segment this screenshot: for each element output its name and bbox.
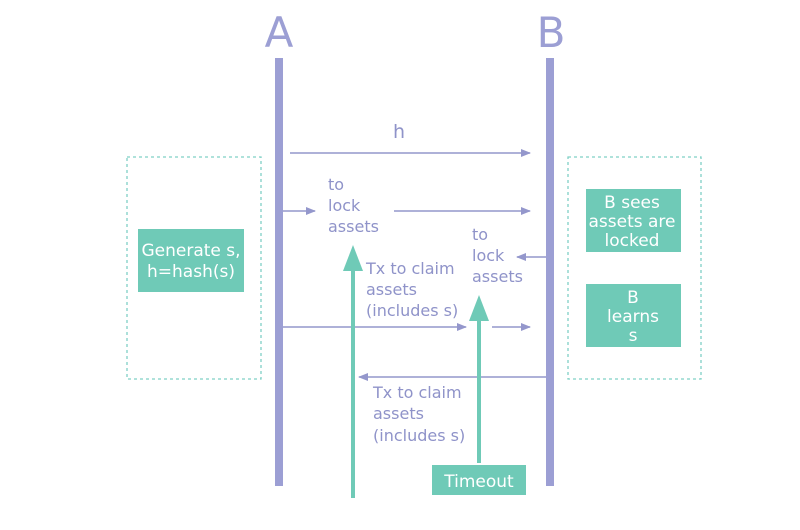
a-claim-label: Tx to claim assets (includes s) xyxy=(372,383,465,445)
svg-text:locked: locked xyxy=(605,231,660,251)
b-lock-label: to lock assets xyxy=(472,225,523,286)
svg-text:B sees: B sees xyxy=(604,193,660,213)
lifeline-a xyxy=(275,58,283,486)
timeout-box: Timeout xyxy=(432,465,526,495)
svg-text:assets: assets xyxy=(366,280,417,299)
svg-text:B: B xyxy=(627,288,639,308)
b-claim-label: Tx to claim assets (includes s) xyxy=(365,259,458,320)
right-dashed-frame xyxy=(567,156,702,380)
svg-text:assets: assets xyxy=(328,217,379,236)
svg-text:Tx to claim: Tx to claim xyxy=(365,259,455,278)
svg-text:lock: lock xyxy=(328,196,361,215)
b-learns-secret-box: B learns s xyxy=(586,284,681,347)
svg-text:h=hash(s): h=hash(s) xyxy=(147,262,235,282)
generate-secret-box: Generate s, h=hash(s) xyxy=(138,229,244,292)
svg-text:(includes s): (includes s) xyxy=(366,301,458,320)
svg-text:(includes s): (includes s) xyxy=(373,426,465,445)
left-dashed-frame xyxy=(126,156,262,380)
participant-b-label: B xyxy=(537,8,566,57)
svg-text:Tx to claim: Tx to claim xyxy=(372,383,462,402)
hash-label: h xyxy=(393,121,405,143)
lifeline-b xyxy=(546,58,554,486)
svg-text:s: s xyxy=(629,326,638,346)
svg-text:lock: lock xyxy=(472,246,505,265)
svg-text:Timeout: Timeout xyxy=(443,472,514,492)
svg-text:Generate s,: Generate s, xyxy=(141,241,240,261)
svg-text:to: to xyxy=(472,225,488,244)
participant-a-label: A xyxy=(265,8,294,57)
svg-text:assets are: assets are xyxy=(588,212,675,232)
a-lock-label: to lock assets xyxy=(328,175,379,236)
svg-text:assets: assets xyxy=(373,404,424,423)
svg-text:learns: learns xyxy=(607,307,659,327)
svg-text:assets: assets xyxy=(472,267,523,286)
svg-text:to: to xyxy=(328,175,344,194)
b-sees-locked-box: B sees assets are locked xyxy=(586,189,681,252)
